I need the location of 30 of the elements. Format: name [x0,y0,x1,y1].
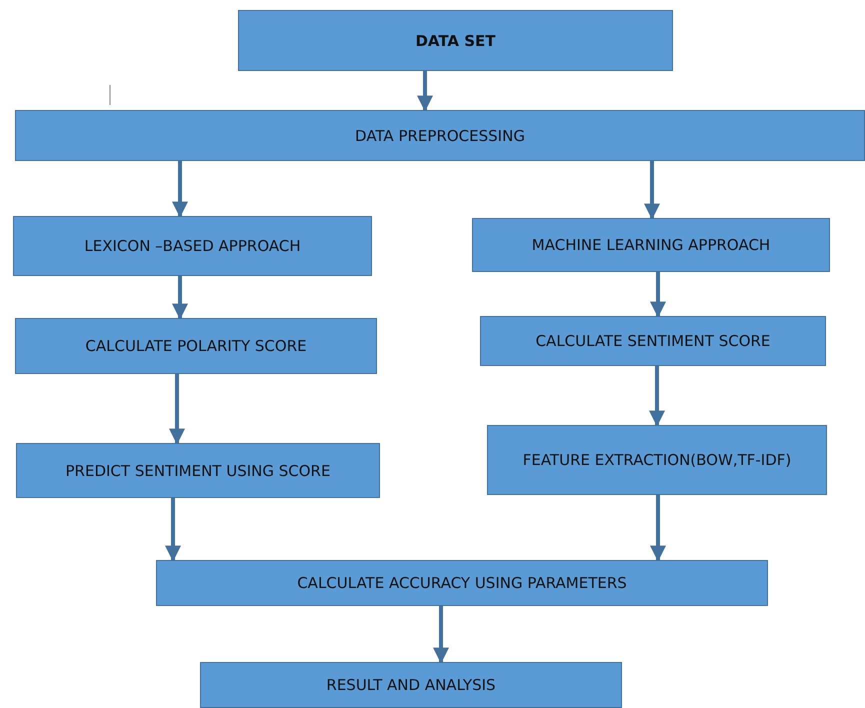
box-label: CALCULATE SENTIMENT SCORE [536,331,770,352]
box-label: CALCULATE POLARITY SCORE [85,336,307,357]
box-label: DATA SET [415,30,496,52]
process-box [238,10,673,71]
process-box [15,110,865,161]
box-label: DATA PREPROCESSING [355,126,525,146]
arrow [417,71,433,112]
arrow [644,161,660,220]
arrow [172,161,188,218]
arrow [650,495,666,562]
process-box [472,218,830,272]
box-label: CALCULATE ACCURACY USING PARAMETERS [297,573,627,594]
arrow [169,374,185,445]
arrow [165,498,181,562]
process-box [15,318,377,374]
box-label: RESULT AND ANALYSIS [326,675,496,696]
arrow [433,606,449,664]
box-label: FEATURE EXTRACTION(BOW,TF-IDF) [522,450,792,471]
process-box [156,560,768,606]
process-box [480,316,826,366]
process-box [200,662,622,708]
arrow [650,272,666,318]
box-label: PREDICT SENTIMENT USING SCORE [66,460,330,482]
process-box [487,425,827,495]
arrow [172,276,188,320]
box-label: LEXICON –BASED APPROACH [84,236,301,257]
process-box [16,443,380,498]
process-box [13,216,372,276]
arrow [649,366,665,427]
box-label: MACHINE LEARNING APPROACH [532,235,770,256]
